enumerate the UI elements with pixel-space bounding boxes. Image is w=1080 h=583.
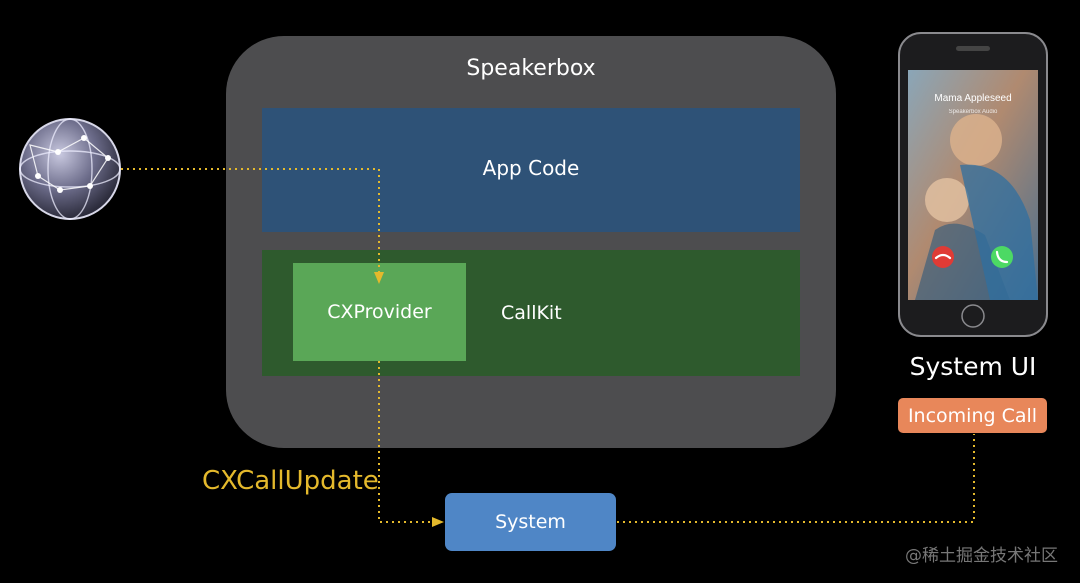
speakerbox-container <box>226 36 836 448</box>
system-block: System <box>445 493 616 551</box>
watermark: @稀土掘金技术社区 <box>905 546 1058 566</box>
incoming-call-label: Incoming Call <box>907 404 1038 427</box>
cxprovider-label: CXProvider <box>327 301 432 323</box>
system-label: System <box>495 511 566 533</box>
incoming-call-badge: Incoming Call <box>898 398 1047 433</box>
iphone-device: Mama Appleseed Speakerbox Audio <box>898 32 1048 337</box>
connector-system-to-system-ui <box>617 434 975 523</box>
system-ui-label: System UI <box>909 352 1037 381</box>
network-globe-icon <box>19 118 121 220</box>
caller-app: Speakerbox Audio <box>949 109 998 115</box>
caller-name: Mama Appleseed <box>934 93 1011 104</box>
connector-network-to-cxprovider <box>121 168 384 284</box>
connector-cxprovider-to-system <box>378 361 444 527</box>
callkit-label: CallKit <box>501 302 562 324</box>
cxcallupdate-label: CXCallUpdate <box>202 466 379 496</box>
speakerbox-title: Speakerbox <box>466 56 596 81</box>
home-button[interactable] <box>961 304 985 328</box>
app-code-label: App Code <box>482 156 580 180</box>
accept-call-icon[interactable] <box>991 246 1013 268</box>
decline-call-icon[interactable] <box>932 246 954 268</box>
app-code-block <box>262 108 800 232</box>
